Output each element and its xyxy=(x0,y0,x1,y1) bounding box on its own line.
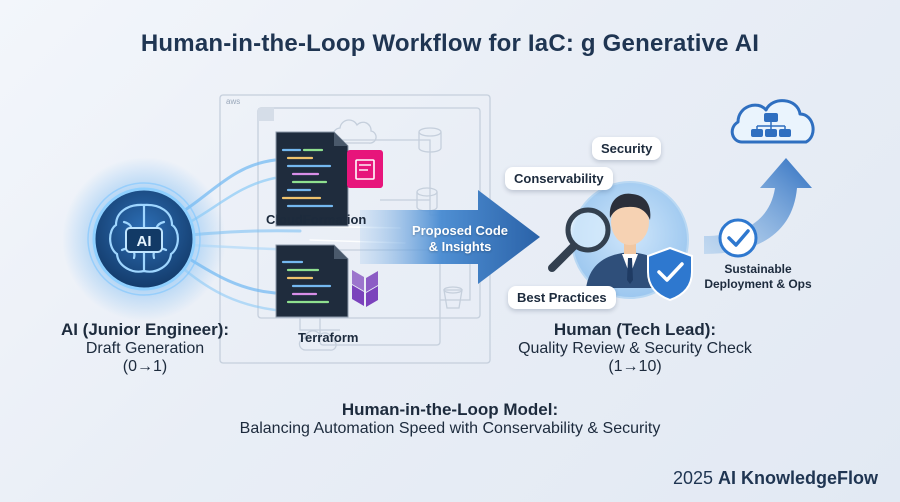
tag-security: Security xyxy=(592,137,662,160)
cloud-icon xyxy=(298,330,337,351)
ai-range: (0→1) xyxy=(122,358,168,375)
brand-footer: 2025 AI KnowledgeFlow xyxy=(673,468,878,489)
ai-role: AI (Junior Engineer): xyxy=(60,320,230,339)
shield-check-icon xyxy=(647,246,693,302)
model-summary: Human-in-the-Loop Model: Balancing Autom… xyxy=(150,400,750,438)
cloudformation-icon xyxy=(347,150,383,188)
human-task: Quality Review & Security Check xyxy=(518,340,752,357)
page-title: Human-in-the-Loop Workflow for IaC: g Ge… xyxy=(140,30,760,57)
code-document-terraform xyxy=(275,244,349,318)
human-caption: Human (Tech Lead): Quality Review & Secu… xyxy=(505,320,765,376)
database-icon xyxy=(418,127,442,153)
outcome-label-line2: Deployment & Ops xyxy=(704,277,812,291)
human-tech-lead-node xyxy=(548,181,693,302)
tag-best-practices: Best Practices xyxy=(508,286,616,309)
cloud-database-icon xyxy=(730,99,815,144)
magnifier-icon xyxy=(548,207,611,272)
outcome-arrow xyxy=(704,158,812,254)
brand-name: AI KnowledgeFlow xyxy=(718,468,878,488)
code-document-cloudformation xyxy=(275,131,349,227)
outcome-label: Sustainable Deployment & Ops xyxy=(690,262,826,292)
ai-caption: AI (Junior Engineer): Draft Generation (… xyxy=(40,320,250,376)
aws-tag: aws xyxy=(226,97,240,106)
human-range: (1→10) xyxy=(608,358,662,375)
human-role: Human (Tech Lead): xyxy=(553,320,717,339)
tool-label-terraform: Terraform xyxy=(298,330,359,345)
brain-icon xyxy=(109,203,179,273)
tag-conservability: Conservability xyxy=(505,167,613,190)
outcome-label-line1: Sustainable xyxy=(724,262,792,276)
ai-brain-node: AI xyxy=(87,182,201,296)
bucket-icon xyxy=(443,289,463,309)
model-title: Human-in-the-Loop Model: xyxy=(341,400,559,419)
brand-year: 2025 xyxy=(672,468,713,488)
tool-label-cloudformation: CloudFormation xyxy=(266,212,367,227)
approval-check-icon xyxy=(718,218,758,258)
ai-task: Draft Generation xyxy=(85,340,205,357)
model-subtitle: Balancing Automation Speed with Conserva… xyxy=(239,420,661,437)
terraform-icon xyxy=(352,270,378,307)
proposed-code-label: Proposed Code & Insights xyxy=(404,223,516,255)
proposed-code-arrow xyxy=(360,190,540,284)
proposed-code-label-line2: & Insights xyxy=(428,239,492,254)
proposed-code-label-line1: Proposed Code xyxy=(411,223,509,238)
ai-badge-label: AI xyxy=(137,233,152,250)
